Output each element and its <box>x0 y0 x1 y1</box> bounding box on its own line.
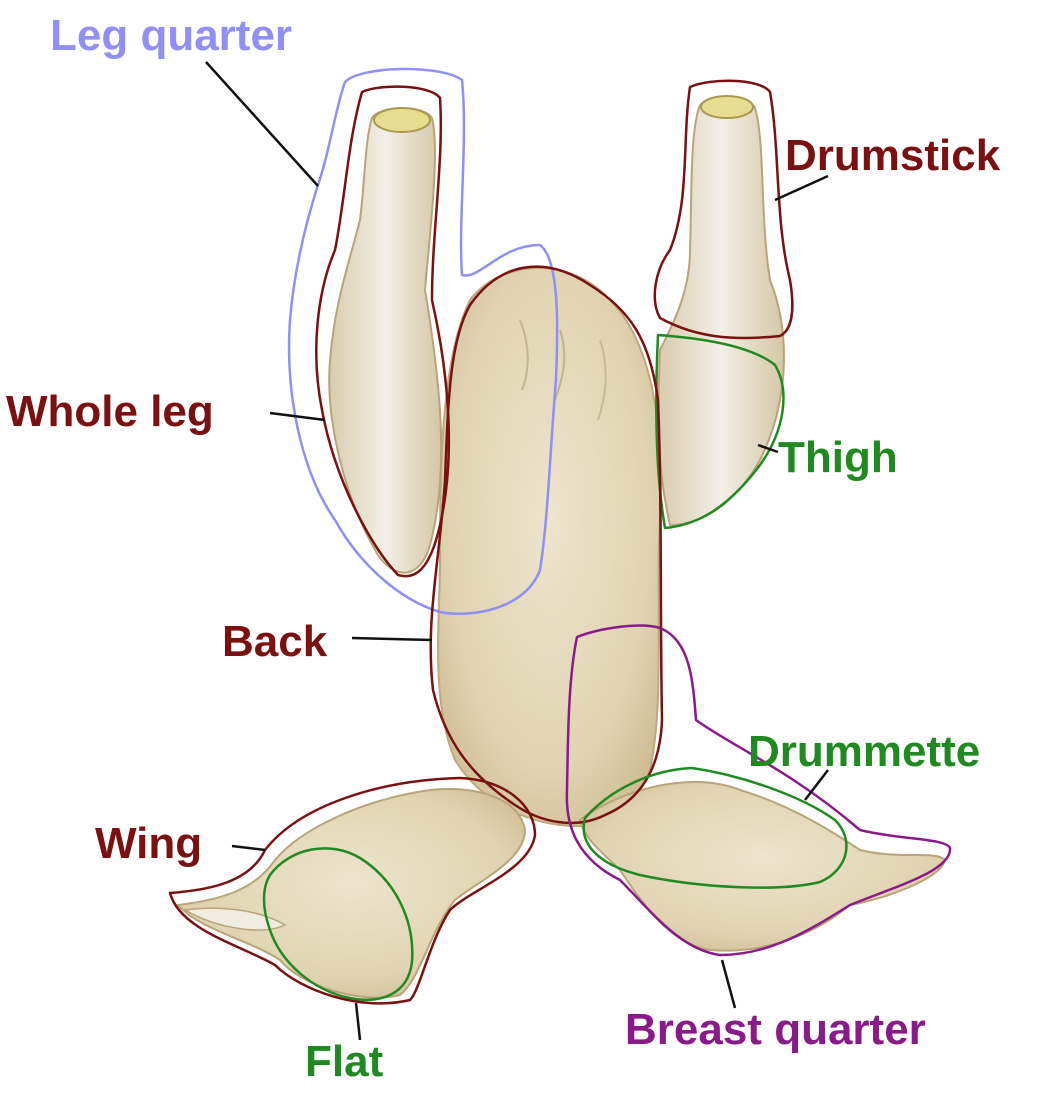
leader-leg-quarter <box>206 62 318 186</box>
leader-breast-quarter <box>722 960 735 1008</box>
label-drumstick: Drumstick <box>785 134 1000 178</box>
leader-back <box>352 638 432 640</box>
label-leg-quarter: Leg quarter <box>50 14 292 58</box>
leader-flat <box>356 1003 360 1040</box>
label-whole-leg: Whole leg <box>6 390 214 434</box>
label-drummette: Drummette <box>748 730 980 774</box>
label-breast-quarter: Breast quarter <box>625 1008 926 1052</box>
label-wing: Wing <box>95 822 202 866</box>
leader-whole-leg <box>270 413 325 420</box>
label-thigh: Thigh <box>778 436 898 480</box>
chicken-body <box>178 96 945 998</box>
leader-wing <box>232 846 265 850</box>
label-back: Back <box>222 620 327 664</box>
label-flat: Flat <box>305 1040 383 1084</box>
